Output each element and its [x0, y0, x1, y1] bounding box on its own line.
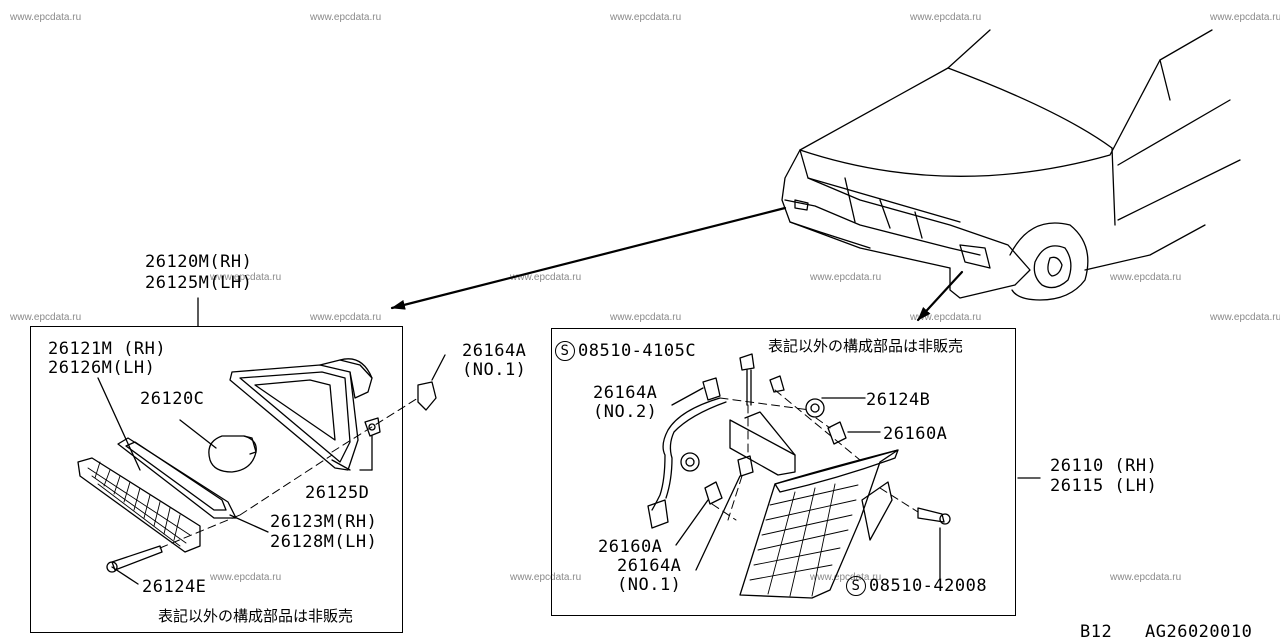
watermark-text: www.epcdata.ru [910, 312, 982, 323]
arrow-to-left-box [390, 206, 787, 310]
part-label-26124b[interactable]: 26124B [866, 390, 931, 410]
watermark-text: www.epcdata.ru [10, 12, 82, 23]
part-label-26160a-lower[interactable]: 26160A [598, 537, 663, 557]
part-label-26164a-no2-no: (NO.2) [593, 402, 658, 422]
watermark-text: www.epcdata.ru [210, 572, 282, 583]
left-group-art [77, 297, 446, 585]
s-mark-icon: S [555, 341, 575, 361]
page-code: B12 [1080, 622, 1113, 642]
watermark-text: www.epcdata.ru [510, 272, 582, 283]
part-label-26110-rh[interactable]: 26110 (RH) [1050, 456, 1158, 476]
part-label-26164a-no1-no: (NO.1) [617, 575, 682, 595]
s-mark-icon: S [846, 576, 866, 596]
watermark-text: www.epcdata.ru [210, 272, 282, 283]
watermark-text: www.epcdata.ru [310, 12, 382, 23]
part-label-26164a-left-no: (NO.1) [462, 360, 527, 380]
watermark-text: www.epcdata.ru [1210, 312, 1280, 323]
figure-code: AG26020010 [1145, 622, 1253, 642]
part-label-26125m-lh[interactable]: 26125M(LH) [145, 273, 253, 293]
watermark-text: www.epcdata.ru [510, 572, 582, 583]
arrow-to-right-box [916, 270, 964, 322]
part-label-26126m-lh[interactable]: 26126M(LH) [48, 358, 156, 378]
watermark-text: www.epcdata.ru [1110, 572, 1182, 583]
part-label-26164a-no1[interactable]: 26164A [617, 556, 682, 576]
watermark-text: www.epcdata.ru [610, 12, 682, 23]
part-label-26120m-rh[interactable]: 26120M(RH) [145, 252, 253, 272]
car-outline [781, 29, 1241, 301]
watermark-text: www.epcdata.ru [1110, 272, 1182, 283]
right-group-frame [551, 328, 1016, 616]
bolt-top-code: 08510-4105C [578, 341, 697, 361]
part-label-26124e[interactable]: 26124E [142, 577, 207, 597]
watermark-text: www.epcdata.ru [910, 12, 982, 23]
watermark-text: www.epcdata.ru [310, 312, 382, 323]
part-label-26120c[interactable]: 26120C [140, 389, 205, 409]
part-label-26115-lh[interactable]: 26115 (LH) [1050, 476, 1158, 496]
watermark-text: www.epcdata.ru [810, 272, 882, 283]
left-group-frame [30, 326, 403, 633]
left-group-note: 表記以外の構成部品は非販売 [158, 607, 354, 625]
part-label-26125d[interactable]: 26125D [305, 483, 370, 503]
bolt-bottom-code: 08510-42008 [869, 576, 988, 596]
watermark-text: www.epcdata.ru [810, 572, 882, 583]
watermark-text: www.epcdata.ru [1210, 12, 1280, 23]
part-label-26164a-no2[interactable]: 26164A [593, 383, 658, 403]
part-label-26121m-rh[interactable]: 26121M (RH) [48, 339, 167, 359]
right-group-note: 表記以外の構成部品は非販売 [768, 337, 964, 355]
right-group-art [647, 353, 1041, 599]
part-label-26160a-upper[interactable]: 26160A [883, 424, 948, 444]
watermark-text: www.epcdata.ru [610, 312, 682, 323]
watermark-text: www.epcdata.ru [10, 312, 82, 323]
part-label-26128m-lh[interactable]: 26128M(LH) [270, 532, 378, 552]
part-label-26123m-rh[interactable]: 26123M(RH) [270, 512, 378, 532]
part-label-26164a-left[interactable]: 26164A [462, 341, 527, 361]
